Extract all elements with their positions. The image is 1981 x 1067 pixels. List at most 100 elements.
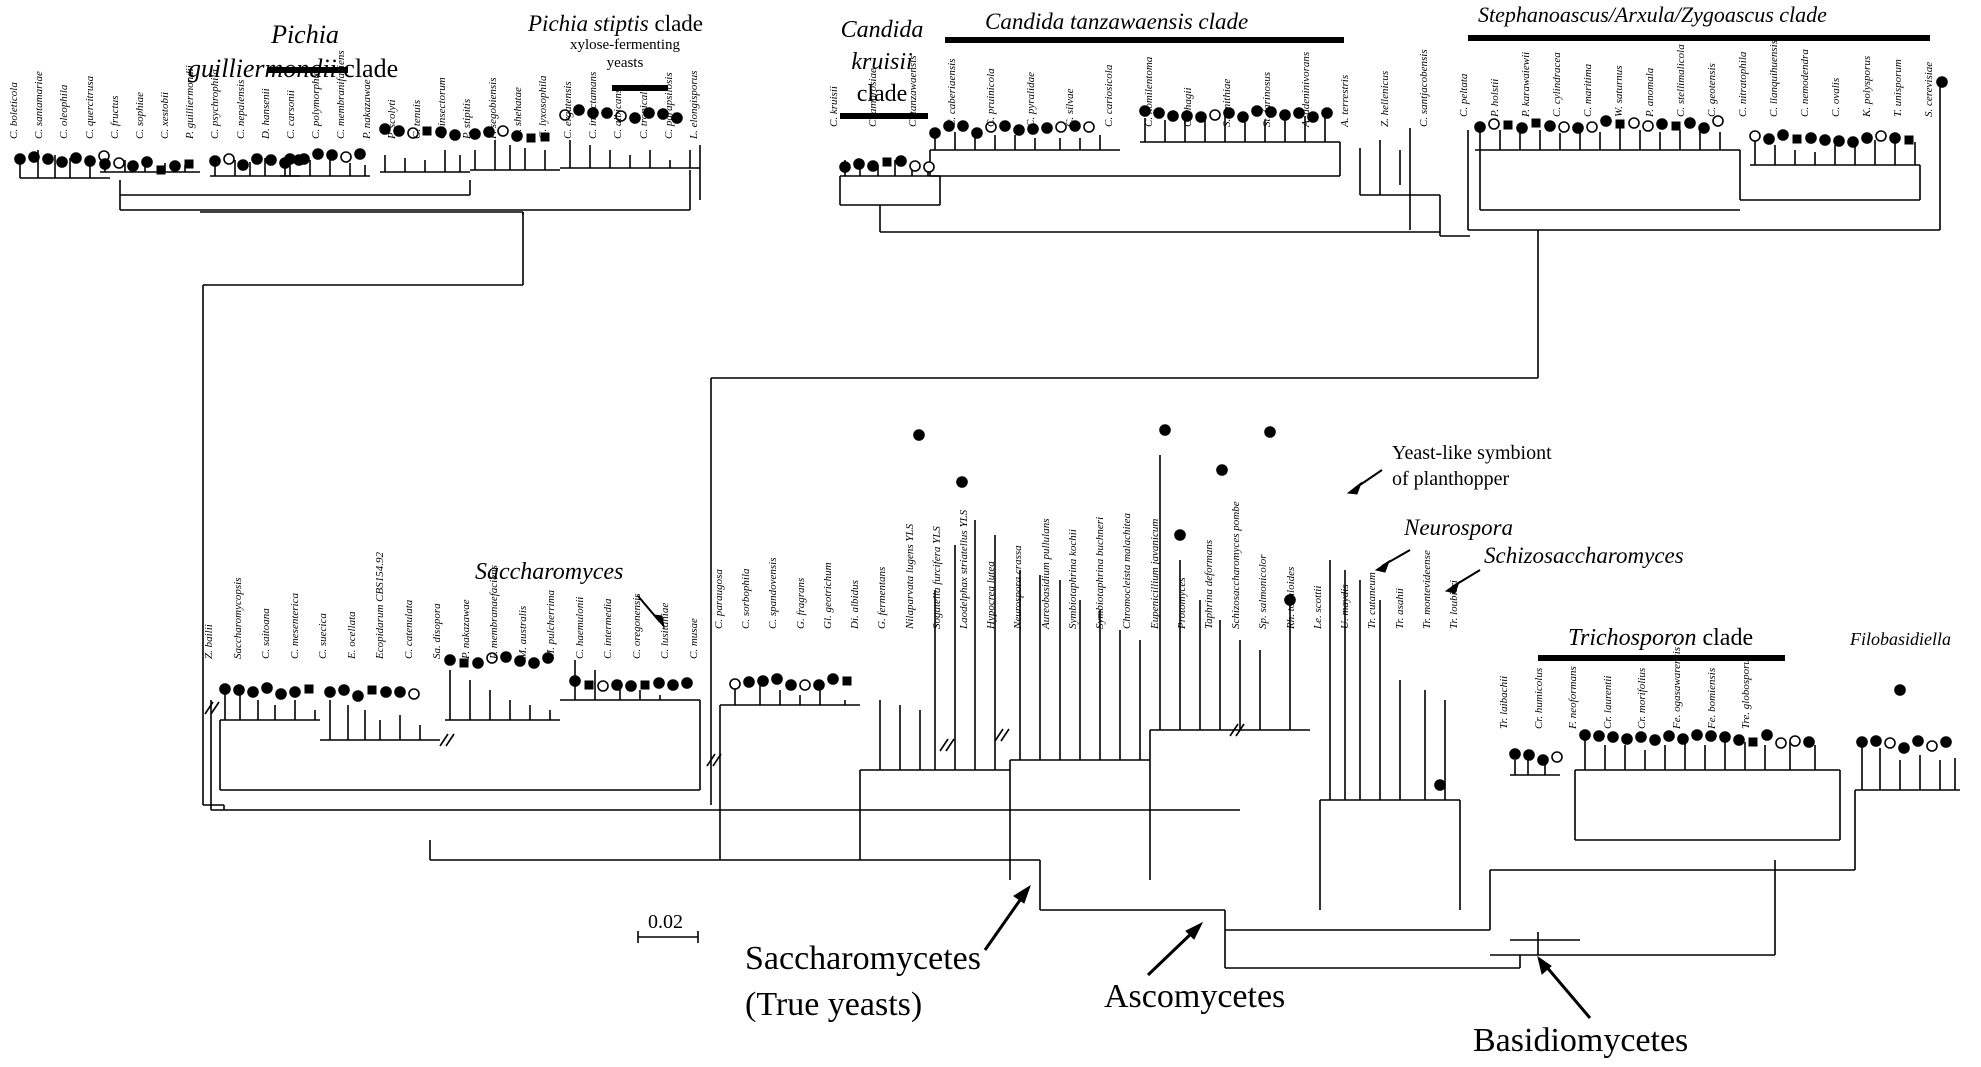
tip-label: S. cerevisiae bbox=[1923, 61, 1935, 117]
filled-circle-marker bbox=[1516, 122, 1528, 134]
open-circle-marker bbox=[1875, 130, 1887, 142]
tip-label: C. geotensis bbox=[1706, 63, 1718, 117]
square-marker bbox=[1792, 134, 1802, 144]
tip-label: P. scolyti bbox=[385, 99, 398, 139]
tip-label: C. santamariae bbox=[33, 71, 46, 139]
open-circle-marker bbox=[113, 157, 125, 169]
filled-circle-marker bbox=[569, 675, 581, 687]
tip-label: C. ambrosiae bbox=[867, 68, 880, 127]
kruisii-clade-label-3: clade bbox=[856, 81, 908, 107]
filled-circle-marker bbox=[1763, 133, 1775, 145]
filled-circle-marker bbox=[528, 657, 540, 669]
tip-label: C. sophiae bbox=[133, 91, 146, 139]
filled-circle-marker bbox=[1691, 729, 1703, 741]
tip-label: C. musae bbox=[688, 618, 700, 659]
tip-label: K. polysporus bbox=[1861, 55, 1873, 117]
tip-label: C. oregonensis bbox=[630, 593, 643, 659]
stipitis-sublabel-2: yeasts bbox=[606, 55, 644, 71]
tip-label: C. lusitaniae bbox=[659, 602, 672, 659]
square-marker bbox=[1531, 118, 1541, 128]
square-marker bbox=[1503, 120, 1513, 130]
filled-circle-marker bbox=[1940, 736, 1952, 748]
tip-label: Tre. globosporus bbox=[1740, 654, 1753, 729]
filled-circle-marker bbox=[326, 149, 338, 161]
filled-circle-marker bbox=[435, 126, 447, 138]
kruisii-clade-label-2: kruisii bbox=[851, 49, 913, 75]
trichosporon-clade-label: Trichosporon clade bbox=[1568, 626, 1753, 650]
filled-circle-marker bbox=[1139, 105, 1151, 117]
tip-label: P. nakazawae bbox=[459, 599, 472, 659]
open-circle-marker bbox=[1884, 737, 1896, 749]
filled-circle-marker bbox=[1307, 111, 1319, 123]
stipitis-sublabel-1: xylose-fermenting bbox=[570, 37, 680, 53]
filled-circle-marker bbox=[913, 429, 925, 441]
filled-circle-marker bbox=[1621, 733, 1633, 745]
tip-label: C. catenulata bbox=[402, 599, 415, 659]
filled-circle-marker bbox=[70, 152, 82, 164]
square-marker bbox=[1748, 737, 1758, 747]
filled-circle-marker bbox=[1856, 736, 1868, 748]
tip-label: G. fragrans bbox=[794, 577, 807, 629]
tip-label: W. saturnus bbox=[1613, 65, 1625, 117]
filled-circle-marker bbox=[251, 153, 263, 165]
filled-circle-marker bbox=[1474, 121, 1486, 133]
filled-circle-marker bbox=[1159, 424, 1171, 436]
filled-circle-marker bbox=[1861, 132, 1873, 144]
branch bbox=[204, 701, 214, 715]
tip-label: Tr. loubieri bbox=[1448, 580, 1460, 629]
tip-label: Fe. bomiensis bbox=[1705, 667, 1718, 729]
filled-circle-marker bbox=[233, 684, 245, 696]
open-circle-marker bbox=[1586, 121, 1598, 133]
filled-circle-marker bbox=[1912, 735, 1924, 747]
tip-label: D. hansenii bbox=[259, 88, 272, 139]
open-circle-marker bbox=[1789, 735, 1801, 747]
tip-label: Z. hellenicus bbox=[1378, 70, 1391, 127]
filled-circle-marker bbox=[1069, 120, 1081, 132]
tip-label: C. spandovensis bbox=[767, 557, 780, 630]
filled-circle-marker bbox=[785, 679, 797, 691]
filled-circle-marker bbox=[449, 129, 461, 141]
open-circle-marker bbox=[497, 125, 509, 137]
filled-circle-marker bbox=[1223, 107, 1235, 119]
filled-circle-marker bbox=[743, 676, 755, 688]
branch bbox=[1229, 723, 1239, 737]
open-circle-marker bbox=[559, 109, 571, 121]
tip-label: C. homilentoma bbox=[1142, 56, 1155, 127]
open-circle-marker bbox=[799, 679, 811, 691]
filled-circle-marker bbox=[1649, 734, 1661, 746]
tip-label: C. nitratophila bbox=[1737, 51, 1749, 117]
tip-label: Cr. morifolius bbox=[1636, 667, 1649, 729]
ascomycetes-arrow bbox=[1146, 928, 1197, 977]
tip-label: Eupenicillium javanicum bbox=[1148, 518, 1161, 629]
filled-circle-marker bbox=[867, 160, 879, 172]
filled-circle-marker bbox=[209, 155, 221, 167]
filled-circle-marker bbox=[827, 673, 839, 685]
tip-label: Nilaparvata lugens YLS bbox=[903, 523, 916, 629]
filled-circle-marker bbox=[1936, 76, 1948, 88]
filled-circle-marker bbox=[511, 130, 523, 142]
tip-label: Laodelphax striatellus YLS bbox=[958, 509, 970, 629]
filled-circle-marker bbox=[1635, 731, 1647, 743]
filled-circle-marker bbox=[127, 160, 139, 172]
tip-label: P. segobiensis bbox=[486, 77, 499, 139]
filled-circle-marker bbox=[1321, 107, 1333, 119]
branch bbox=[1000, 728, 1010, 742]
filled-circle-marker bbox=[895, 155, 907, 167]
tip-label: Sp. salmonicolor bbox=[1257, 554, 1270, 629]
filled-circle-marker bbox=[653, 677, 665, 689]
tip-label: C. maritima bbox=[1582, 63, 1594, 117]
saccharomycetes-arrow bbox=[983, 892, 1027, 951]
tip-label: C. oleophila bbox=[58, 84, 71, 139]
tip-label: Rh. toruloides bbox=[1284, 566, 1297, 629]
filled-circle-marker bbox=[14, 153, 26, 165]
tip-label: C. saitoana bbox=[260, 608, 273, 659]
branch bbox=[712, 753, 722, 767]
saccharomyces-arrowhead bbox=[652, 614, 665, 629]
filled-circle-marker bbox=[1777, 129, 1789, 141]
tip-label: C. lyxosophila bbox=[536, 75, 549, 139]
trichosporon-suffix: clade bbox=[1696, 625, 1754, 651]
tip-label: C. tanzawaensis bbox=[906, 55, 919, 127]
open-circle-marker bbox=[909, 160, 921, 172]
filled-circle-marker bbox=[629, 112, 641, 124]
filled-circle-marker bbox=[1537, 754, 1549, 766]
